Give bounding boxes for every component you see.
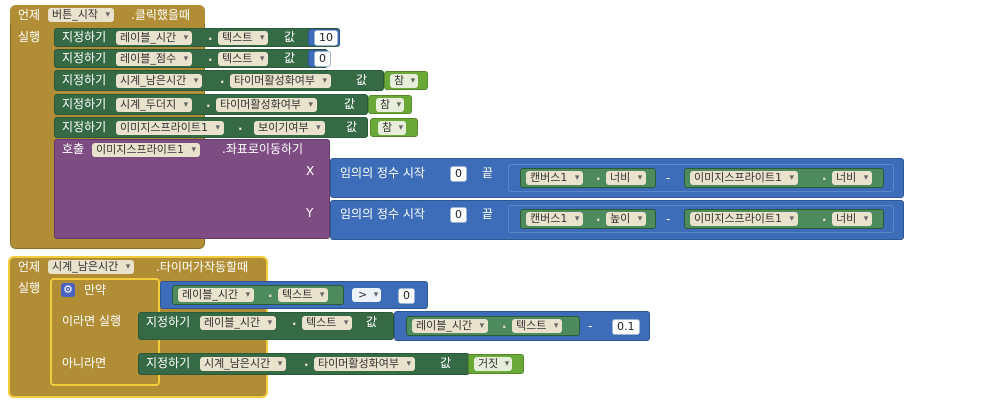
set-prop-dropdown[interactable]: 텍스트 (218, 31, 269, 45)
dot-separator: . (208, 50, 213, 64)
random-to-label: 끝 (482, 166, 494, 180)
do-label: 실행 (18, 30, 41, 44)
dot-separator: . (208, 29, 213, 43)
to-label: 값 (344, 97, 356, 111)
set-component-dropdown[interactable]: 시계_두더지 (116, 98, 193, 112)
call-component-dropdown[interactable]: 이미지스프라이트1 (92, 143, 200, 157)
then-label: 이라면 실행 (62, 314, 122, 328)
set-component-dropdown[interactable]: 레이블_시간 (116, 31, 193, 45)
set-prop-dropdown[interactable]: 타이머활성화여부 (314, 357, 415, 371)
set-label: 지정하기 (146, 356, 191, 370)
set-prop-dropdown[interactable]: 보이기여부 (254, 121, 325, 135)
set-component-dropdown[interactable]: 시계_남은시간 (200, 357, 287, 371)
else-label: 아니라면 (62, 356, 107, 370)
to-label: 값 (356, 73, 368, 87)
random-label: 임의의 정수 시작 (340, 166, 425, 180)
event-name-label: .클릭했을때 (131, 8, 191, 22)
set-label: 지정하기 (146, 315, 191, 329)
getter-component-dropdown[interactable]: 레이블_시간 (178, 288, 255, 302)
getter-component-dropdown[interactable]: 캔버스1 (526, 171, 584, 185)
getter-prop-dropdown[interactable]: 너비 (832, 171, 873, 185)
set-component-dropdown[interactable]: 이미지스프라이트1 (116, 121, 224, 135)
x-arg-label: X (306, 164, 315, 178)
minus-label: - (666, 212, 671, 226)
getter-prop-dropdown[interactable]: 텍스트 (512, 319, 563, 333)
call-method-label: .좌표로이동하기 (222, 142, 304, 156)
number-field[interactable]: 10 (314, 30, 338, 46)
event-name-label: .타이머가작동할때 (156, 260, 249, 274)
event-component-dropdown[interactable]: 시계_남은시간 (48, 260, 135, 274)
random-to-label: 끝 (482, 207, 494, 221)
dot-separator: . (238, 119, 243, 133)
dot-separator: . (502, 317, 507, 331)
to-label: 값 (346, 120, 358, 134)
dot-separator: . (220, 72, 225, 86)
compare-operator-dropdown[interactable]: > (352, 288, 382, 302)
to-label: 값 (366, 315, 378, 329)
getter-prop-dropdown[interactable]: 높이 (606, 212, 647, 226)
getter-component-dropdown[interactable]: 캔버스1 (526, 212, 584, 226)
event-component-dropdown[interactable]: 버튼_시작 (48, 8, 114, 22)
dot-separator: . (268, 286, 273, 300)
set-prop-dropdown[interactable]: 타이머활성화여부 (216, 98, 317, 112)
getter-prop-dropdown[interactable]: 너비 (606, 171, 647, 185)
minus-label: - (666, 171, 671, 185)
set-prop-dropdown[interactable]: 텍스트 (218, 52, 269, 66)
dot-separator: . (304, 355, 309, 369)
boolean-dropdown[interactable]: 참 (376, 98, 405, 112)
number-field[interactable]: 0 (314, 51, 331, 67)
dot-separator: . (822, 210, 827, 224)
random-from-field[interactable]: 0 (450, 166, 467, 182)
when-label: 언제 (18, 260, 41, 274)
dot-separator: . (822, 169, 827, 183)
set-label: 지정하기 (62, 30, 107, 44)
when-label: 언제 (18, 8, 41, 22)
y-arg-label: Y (306, 206, 314, 220)
set-prop-dropdown[interactable]: 텍스트 (302, 316, 353, 330)
compare-value-field[interactable]: 0 (398, 288, 415, 304)
set-label: 지정하기 (62, 51, 107, 65)
getter-component-dropdown[interactable]: 이미지스프라이트1 (690, 171, 798, 185)
dot-separator: . (206, 96, 211, 110)
dot-separator: . (596, 210, 601, 224)
boolean-dropdown[interactable]: 참 (390, 74, 419, 88)
set-component-dropdown[interactable]: 시계_남은시간 (116, 74, 203, 88)
set-component-dropdown[interactable]: 레이블_시간 (200, 316, 277, 330)
dot-separator: . (596, 169, 601, 183)
set-label: 지정하기 (62, 120, 107, 134)
minus-label: - (588, 319, 593, 333)
random-from-field[interactable]: 0 (450, 207, 467, 223)
set-component-dropdown[interactable]: 레이블_점수 (116, 52, 193, 66)
getter-component-dropdown[interactable]: 이미지스프라이트1 (690, 212, 798, 226)
boolean-dropdown[interactable]: 참 (378, 121, 407, 135)
call-label: 호출 (62, 142, 85, 156)
to-label: 값 (440, 356, 452, 370)
getter-prop-dropdown[interactable]: 텍스트 (278, 288, 329, 302)
gear-icon[interactable]: ⚙ (61, 283, 75, 297)
set-prop-dropdown[interactable]: 타이머활성화여부 (230, 74, 331, 88)
to-label: 값 (284, 51, 296, 65)
if-label: 만약 (84, 283, 107, 297)
number-field[interactable]: 0.1 (612, 319, 640, 335)
set-label: 지정하기 (62, 73, 107, 87)
dot-separator: . (292, 314, 297, 328)
boolean-dropdown[interactable]: 거짓 (474, 357, 513, 371)
set-label: 지정하기 (62, 97, 107, 111)
random-label: 임의의 정수 시작 (340, 207, 425, 221)
do-label: 실행 (18, 281, 41, 295)
getter-prop-dropdown[interactable]: 너비 (832, 212, 873, 226)
to-label: 값 (284, 30, 296, 44)
getter-component-dropdown[interactable]: 레이블_시간 (412, 319, 489, 333)
